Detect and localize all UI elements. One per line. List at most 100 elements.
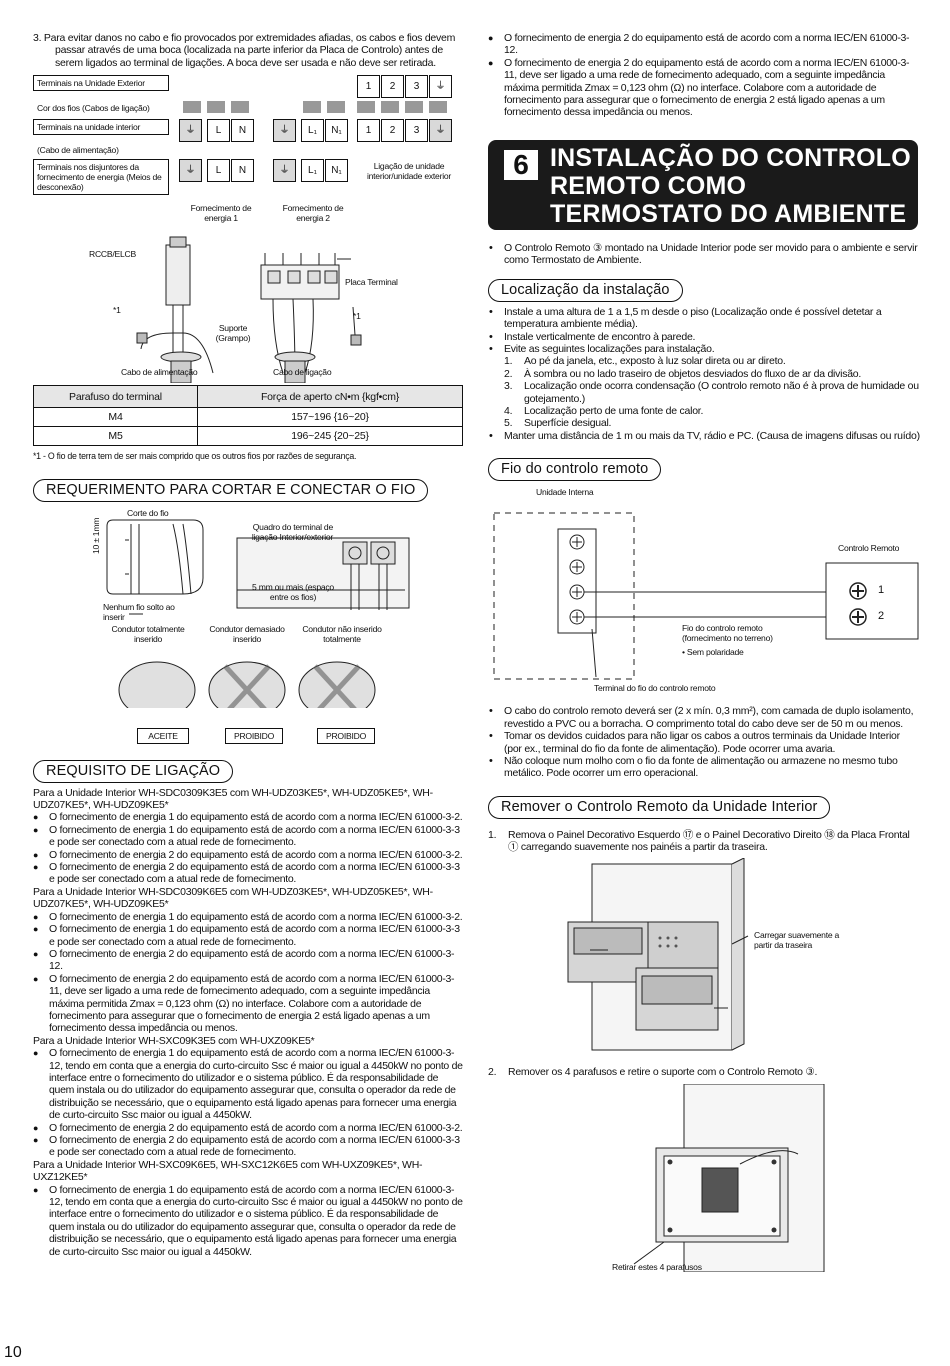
outdoor-terminal-1: 1 — [357, 75, 380, 99]
table-row: M4 157~196 {16~20} — [33, 407, 463, 428]
location-bullet: Instale a uma altura de 1 a 1,5 m desde … — [488, 306, 920, 331]
section-number: 6 — [504, 150, 538, 180]
table-cell: 157~196 {16~20} — [197, 407, 463, 428]
location-numbered-item: 5. Superfície desigual. — [504, 417, 920, 429]
cut-heading-wrap: REQUERIMENTO PARA CORTAR E CONECTAR O FI… — [33, 478, 463, 502]
label-no-loose: Nenhum fio solto ao inserir — [103, 601, 175, 622]
table-row: M5 196~245 {20~25} — [33, 426, 463, 447]
indoor-terminal-N: N — [231, 119, 254, 143]
item-text: À sombra ou no lado traseiro de objetos … — [524, 367, 862, 380]
section-intro: O Controlo Remoto ③ montado na Unidade I… — [488, 242, 920, 267]
label-star1-left: *1 — [113, 305, 121, 316]
label-not-fully-inserted: Condutor não inserido totalmente — [302, 623, 382, 644]
right-top-bullets: O fornecimento de energia 2 do equipamen… — [488, 32, 920, 119]
link-heading-wrap: REQUISITO DE LIGAÇÃO — [33, 759, 463, 783]
forbidden-label-1: PROIBIDO — [225, 727, 283, 744]
section-title: INSTALAÇÃO DO CONTROLO REMOTO COMO TERMO… — [550, 144, 911, 228]
indoor-terminal-2: 2 — [381, 119, 404, 143]
remote-wire-diagram: Unidade Interna — [488, 487, 920, 701]
indoor-terminal-L1: L₁ — [301, 119, 324, 143]
indoor-ground-1-icon: ⏚ — [179, 119, 202, 143]
indoor-ground-2-icon: ⏚ — [273, 119, 296, 143]
requirement-bullet: O fornecimento de energia 2 do equipamen… — [33, 1122, 463, 1135]
label-remote-wire: Fio do controlo remoto (fornecimento no … — [682, 623, 773, 644]
table-cell: M4 — [33, 407, 198, 428]
loc-heading-wrap: Localização da instalação — [488, 278, 920, 302]
step-1: 1. Remova o Painel Decorativo Esquerdo ⑰… — [488, 829, 920, 854]
requirement-bullet: O fornecimento de energia 1 do equipamen… — [33, 824, 463, 849]
item-text: Localização onde ocorra condensação (O c… — [524, 380, 919, 405]
unit-heading: Para a Unidade Interior WH-SDC0309K6E5 c… — [33, 885, 433, 911]
outdoor-ground-icon: ⏚ — [429, 75, 452, 99]
requirement-bullet: O fornecimento de energia 2 do equipamen… — [33, 861, 463, 886]
label-fully-inserted: Condutor totalmente inserido — [111, 623, 185, 644]
indoor-terminal-L: L — [207, 119, 230, 143]
step-2-text: Remover os 4 parafusos e retire o suport… — [508, 1065, 818, 1078]
indoor-terminal-N1: N₁ — [325, 119, 348, 143]
requirement-bullet: O fornecimento de energia 2 do equipamen… — [33, 948, 463, 973]
label-power-cable: (Cabo de alimentação) — [37, 145, 119, 156]
label-terminal-2: 2 — [878, 610, 884, 623]
terminal-board-illustration — [136, 236, 362, 384]
breaker-terminal-N: N — [231, 159, 254, 183]
step-2-number: 2. — [488, 1065, 497, 1078]
requirement-bullet: O fornecimento de energia 2 do equipamen… — [33, 1134, 463, 1159]
accept-label: ACEITE — [137, 727, 189, 744]
wire-color-bars — [178, 101, 458, 114]
panel-removal-illustration — [567, 857, 749, 1051]
label-bracket: Suporte (Grampo) — [215, 323, 251, 344]
wire-cut-illustration — [106, 519, 410, 708]
requirement-bullet: O fornecimento de energia 1 do equipamen… — [33, 1047, 463, 1121]
table-cell: M5 — [33, 426, 198, 447]
item-text: Superfície desigual. — [524, 417, 612, 430]
right-column: O fornecimento de energia 2 do equipamen… — [488, 32, 920, 1272]
item-number: 5. — [504, 417, 513, 430]
item-number: 2. — [504, 367, 513, 380]
page-number: 10 — [4, 1344, 22, 1361]
location-bullet: Evite as seguintes localizações para ins… — [488, 343, 920, 356]
unit-heading: Para a Unidade Interior WH-SDC0309K3E5 c… — [33, 786, 433, 812]
requirement-bullet: O fornecimento de energia 1 do equipamen… — [33, 1184, 463, 1258]
location-numbered-item: 1.Ao pé da janela, etc., exposto à luz s… — [504, 355, 920, 367]
footnote: *1 - O fio de terra tem de ser mais comp… — [33, 451, 357, 462]
label-outdoor-terminals: Terminais na Unidade Exterior — [33, 75, 169, 92]
item-number: 4. — [504, 405, 513, 418]
wire-heading: Fio do controlo remoto — [488, 458, 662, 482]
link-heading: REQUISITO DE LIGAÇÃO — [33, 759, 234, 783]
label-over-inserted: Condutor demasiado inserido — [209, 623, 285, 644]
label-remove-screws: Retirar estes 4 parafusos — [612, 1261, 702, 1272]
header-cell: Força de aperto cN•m {kgf•cm} — [197, 385, 463, 409]
wiring-diagram: Terminais na Unidade Exterior Cor dos fi… — [33, 73, 463, 384]
location-numbered-item: 3. Localização onde ocorra condensação (O… — [504, 380, 920, 405]
label-rccb: RCCB/ELCB — [89, 249, 136, 260]
wire-bullet: Não coloque num molho com o fio da fonte… — [488, 755, 920, 780]
label-indoor-unit: Unidade Interna — [536, 487, 594, 498]
breaker-terminal-L: L — [207, 159, 230, 183]
table-cell: 196~245 {20~25} — [197, 426, 463, 447]
intro-step-3: 3. Para evitar danos no cabo e fio provo… — [33, 32, 456, 69]
cut-heading: REQUERIMENTO PARA CORTAR E CONECTAR O FI… — [33, 478, 429, 502]
step-2: 2. Remover os 4 parafusos e retire o sup… — [488, 1066, 920, 1078]
forbidden-label-2: PROIBIDO — [317, 727, 375, 744]
breaker-terminal-N1: N₁ — [325, 159, 348, 183]
wire-bullet: O cabo do controlo remoto deverá ser (2 … — [488, 705, 920, 730]
label-indoor-terminals: Terminais na unidade interior — [33, 119, 169, 136]
item-number: 1. — [504, 355, 513, 368]
left-column: 3. Para evitar danos no cabo e fio provo… — [33, 32, 463, 1258]
step-1-text: Remova o Painel Decorativo Esquerdo ⑰ e … — [508, 828, 910, 854]
unit-heading: Para a Unidade Interior WH-SXC09K6E5, WH… — [33, 1158, 423, 1184]
location-numbered-item: 2. À sombra ou no lado traseiro de objeto… — [504, 368, 920, 380]
item-number: 3. — [504, 380, 513, 393]
requirement-bullet: O fornecimento de energia 2 do equipamen… — [33, 849, 463, 862]
label-terminal-board: Placa Terminal — [345, 277, 398, 288]
bullet-item: O fornecimento de energia 2 do equipamen… — [488, 32, 920, 57]
indoor-terminal-3: 3 — [405, 119, 428, 143]
step-1-number: 1. — [488, 828, 497, 841]
label-wire-color: Cor dos fios (Cabos de ligação) — [37, 103, 150, 114]
remove-heading-wrap: Remover o Controlo Remoto da Unidade Int… — [488, 795, 920, 819]
requirement-bullet: O fornecimento de energia 1 do equipamen… — [33, 911, 463, 924]
wire-bullets: O cabo do controlo remoto deverá ser (2 … — [488, 705, 920, 779]
unit-heading: Para a Unidade Interior WH-SXC09K3E5 com… — [33, 1034, 315, 1047]
loc-heading: Localização da instalação — [488, 278, 683, 302]
section-6-body: O Controlo Remoto ③ montado na Unidade I… — [488, 242, 920, 1274]
